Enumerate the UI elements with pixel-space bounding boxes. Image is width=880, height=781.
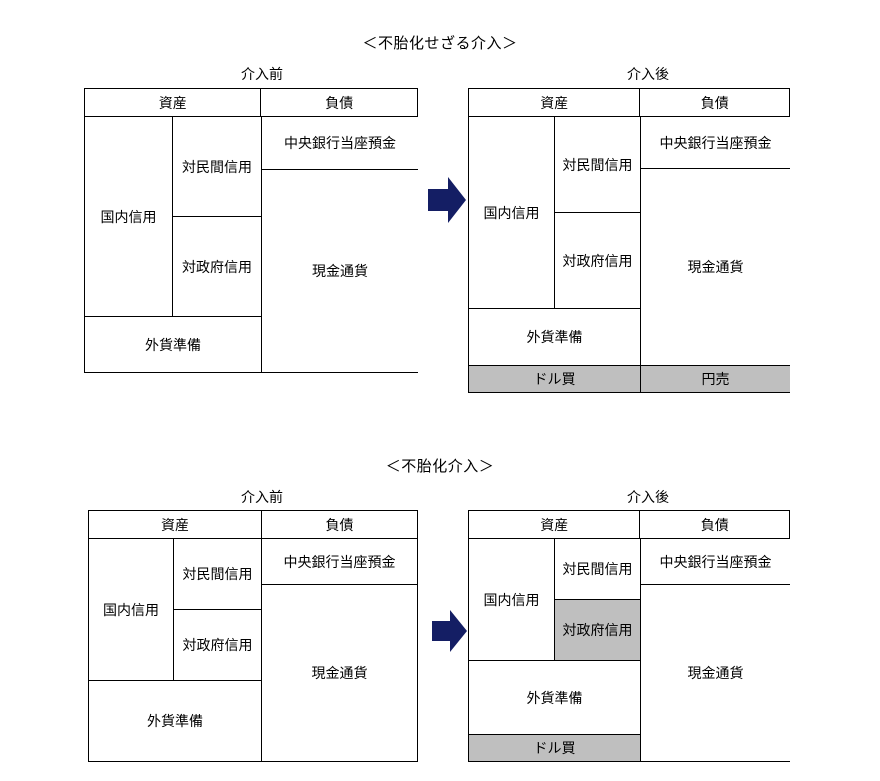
cell-credit-to-private: 対民間信用	[174, 539, 262, 610]
cell-credit-to-private: 対民間信用	[173, 117, 262, 217]
diagram-1-after-label: 介入後	[627, 66, 669, 82]
header-liabilities: 負債	[700, 516, 729, 533]
cell-foreign-reserves: 外貨準備	[89, 681, 262, 761]
cell-cash-currency: 現金通貨	[262, 585, 417, 761]
cell-foreign-reserves: 外貨準備	[469, 309, 641, 366]
cell-cash-currency: 現金通貨	[262, 170, 418, 372]
cell-domestic-credit: 国内信用	[85, 117, 173, 317]
diagram-2-title: ＜不胎化介入＞	[385, 458, 495, 475]
cell-central-bank-deposits: 中央銀行当座預金	[262, 117, 418, 170]
header-assets: 資産	[89, 511, 262, 538]
cell-domestic-credit: 国内信用	[469, 117, 555, 309]
cell-credit-to-government: 対政府信用	[173, 217, 262, 317]
cell-foreign-reserves: 外貨準備	[85, 317, 262, 372]
diagram-2-after-label: 介入後	[627, 489, 669, 505]
cell-yen-sell: 円売	[641, 366, 790, 392]
diagram-1-before-balance-sheet: 資産 負債 国内信用 対民間信用 対政府信用 外貨準備 中央銀行当座預金 現金通…	[84, 88, 418, 373]
cell-cash-currency: 現金通貨	[641, 585, 790, 761]
right-arrow-icon	[428, 177, 466, 223]
cell-dollar-buy: ドル買	[469, 366, 641, 392]
header-assets: 資産	[85, 89, 262, 116]
bs-header-row: 資産 負債	[89, 511, 417, 539]
cell-central-bank-deposits: 中央銀行当座預金	[641, 117, 790, 169]
diagram-1-title: ＜不胎化せざる介入＞	[362, 35, 518, 52]
cell-credit-to-government: 対政府信用	[555, 213, 641, 309]
header-liabilities: 負債	[325, 94, 354, 111]
cell-credit-to-private: 対民間信用	[555, 117, 641, 213]
cell-credit-to-private: 対民間信用	[555, 539, 641, 600]
cell-credit-to-government: 対政府信用	[174, 610, 262, 681]
diagram-2-before-label: 介入前	[241, 489, 283, 505]
cell-central-bank-deposits: 中央銀行当座預金	[641, 539, 790, 585]
diagram-2-before-balance-sheet: 資産 負債 国内信用 対民間信用 対政府信用 外貨準備 中央銀行当座預金 現金通…	[88, 510, 418, 762]
cell-central-bank-deposits: 中央銀行当座預金	[262, 539, 417, 585]
header-assets: 資産	[469, 511, 641, 538]
right-arrow-icon	[432, 610, 467, 652]
header-liabilities: 負債	[700, 94, 729, 111]
bs-header-row: 資産 負債	[85, 89, 417, 117]
header-liabilities: 負債	[325, 516, 354, 533]
cell-domestic-credit: 国内信用	[89, 539, 174, 681]
diagram-2-after-balance-sheet: 資産 負債 国内信用 対民間信用 対政府信用 外貨準備 ドル買 中央銀行当座預金…	[468, 510, 790, 762]
bs-header-row: 資産 負債	[469, 511, 789, 539]
bs-header-row: 資産 負債	[469, 89, 789, 117]
cell-credit-to-government: 対政府信用	[555, 600, 641, 661]
cell-cash-currency: 現金通貨	[641, 169, 790, 366]
cell-dollar-buy: ドル買	[469, 735, 641, 761]
diagram-1-after-balance-sheet: 資産 負債 国内信用 対民間信用 対政府信用 外貨準備 ドル買 中央銀行当座預金…	[468, 88, 790, 393]
diagram-1-before-label: 介入前	[241, 66, 283, 82]
cell-foreign-reserves: 外貨準備	[469, 661, 641, 735]
cell-domestic-credit: 国内信用	[469, 539, 555, 661]
header-assets: 資産	[469, 89, 641, 116]
